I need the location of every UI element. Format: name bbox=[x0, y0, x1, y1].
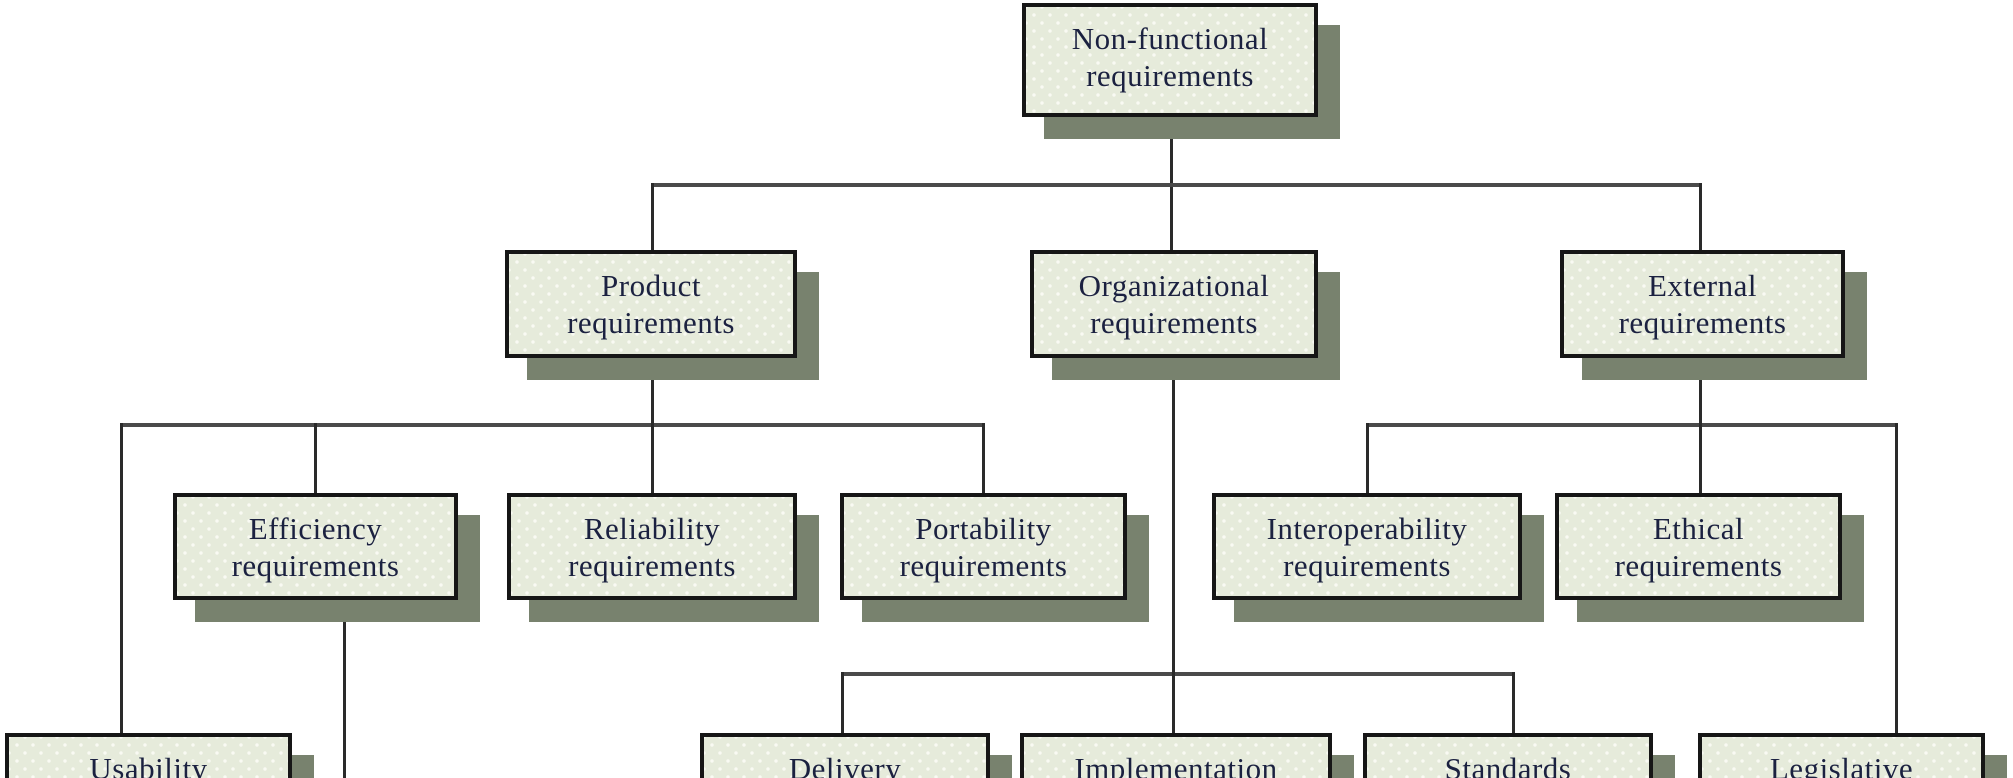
connector-drop-portability bbox=[982, 423, 985, 493]
node-label: Reliability bbox=[583, 511, 721, 546]
connector-rail-product-children bbox=[120, 423, 985, 427]
connector-product-out bbox=[651, 358, 654, 423]
node-usability: Usability bbox=[5, 733, 292, 778]
node-label: Standards bbox=[1444, 751, 1572, 778]
node-reliability-requirements: Reliability requirements bbox=[507, 493, 797, 600]
connector-organizational-out bbox=[1172, 358, 1175, 672]
node-external-requirements: External requirements bbox=[1560, 250, 1845, 358]
node-label: requirements bbox=[1086, 58, 1254, 93]
node-standards: Standards bbox=[1363, 733, 1653, 778]
connector-drop-efficiency bbox=[314, 423, 317, 493]
connector-drop-legislative bbox=[1895, 423, 1898, 733]
node-implementation: Implementation bbox=[1020, 733, 1332, 778]
node-label: Interoperability bbox=[1266, 511, 1468, 546]
node-label: requirements bbox=[1090, 305, 1258, 340]
node-label: Product bbox=[601, 268, 701, 303]
node-label: requirements bbox=[231, 548, 400, 583]
connector-drop-ethical bbox=[1699, 423, 1702, 493]
node-label: Portability bbox=[915, 511, 1052, 546]
connector-drop-standards bbox=[1512, 672, 1515, 733]
node-label: Organizational bbox=[1078, 268, 1270, 303]
node-label: Implementation bbox=[1074, 751, 1278, 778]
node-legislative: Legislative bbox=[1698, 733, 1985, 778]
node-label: Ethical bbox=[1652, 511, 1745, 546]
node-label: Legislative bbox=[1769, 751, 1914, 778]
node-label: requirements bbox=[1614, 548, 1783, 583]
connector-efficiency-out-clipped bbox=[343, 600, 346, 778]
node-ethical-requirements: Ethical requirements bbox=[1555, 493, 1842, 600]
node-label: Non-functional bbox=[1071, 21, 1269, 56]
node-organizational-requirements: Organizational requirements bbox=[1030, 250, 1318, 358]
connector-rail-organizational-children bbox=[841, 672, 1515, 676]
connector-drop-interoperability bbox=[1366, 423, 1369, 493]
node-label: requirements bbox=[1618, 305, 1787, 340]
node-non-functional-requirements: Non-functional requirements bbox=[1022, 3, 1318, 117]
node-label: Delivery bbox=[788, 751, 902, 778]
connector-external-out bbox=[1699, 358, 1702, 423]
node-label: External bbox=[1647, 268, 1757, 303]
connector-drop-delivery bbox=[841, 672, 844, 733]
node-label: requirements bbox=[899, 548, 1068, 583]
connector-rail-level2 bbox=[651, 183, 1702, 187]
connector-drop-implementation bbox=[1172, 672, 1175, 733]
node-product-requirements: Product requirements bbox=[505, 250, 797, 358]
connector-drop-usability bbox=[120, 423, 123, 733]
connector-drop-external bbox=[1699, 183, 1702, 250]
node-label: requirements bbox=[568, 548, 736, 583]
connector-drop-product bbox=[651, 183, 654, 250]
connector-drop-reliability bbox=[651, 423, 654, 493]
node-efficiency-requirements: Efficiency requirements bbox=[173, 493, 458, 600]
node-delivery: Delivery bbox=[700, 733, 990, 778]
node-label: Efficiency bbox=[248, 511, 383, 546]
node-label: Usability bbox=[89, 751, 208, 778]
node-label: requirements bbox=[567, 305, 735, 340]
node-label: requirements bbox=[1283, 548, 1451, 583]
node-portability-requirements: Portability requirements bbox=[840, 493, 1127, 600]
connector-rail-external-children bbox=[1366, 423, 1898, 427]
node-interoperability-requirements: Interoperability requirements bbox=[1212, 493, 1522, 600]
